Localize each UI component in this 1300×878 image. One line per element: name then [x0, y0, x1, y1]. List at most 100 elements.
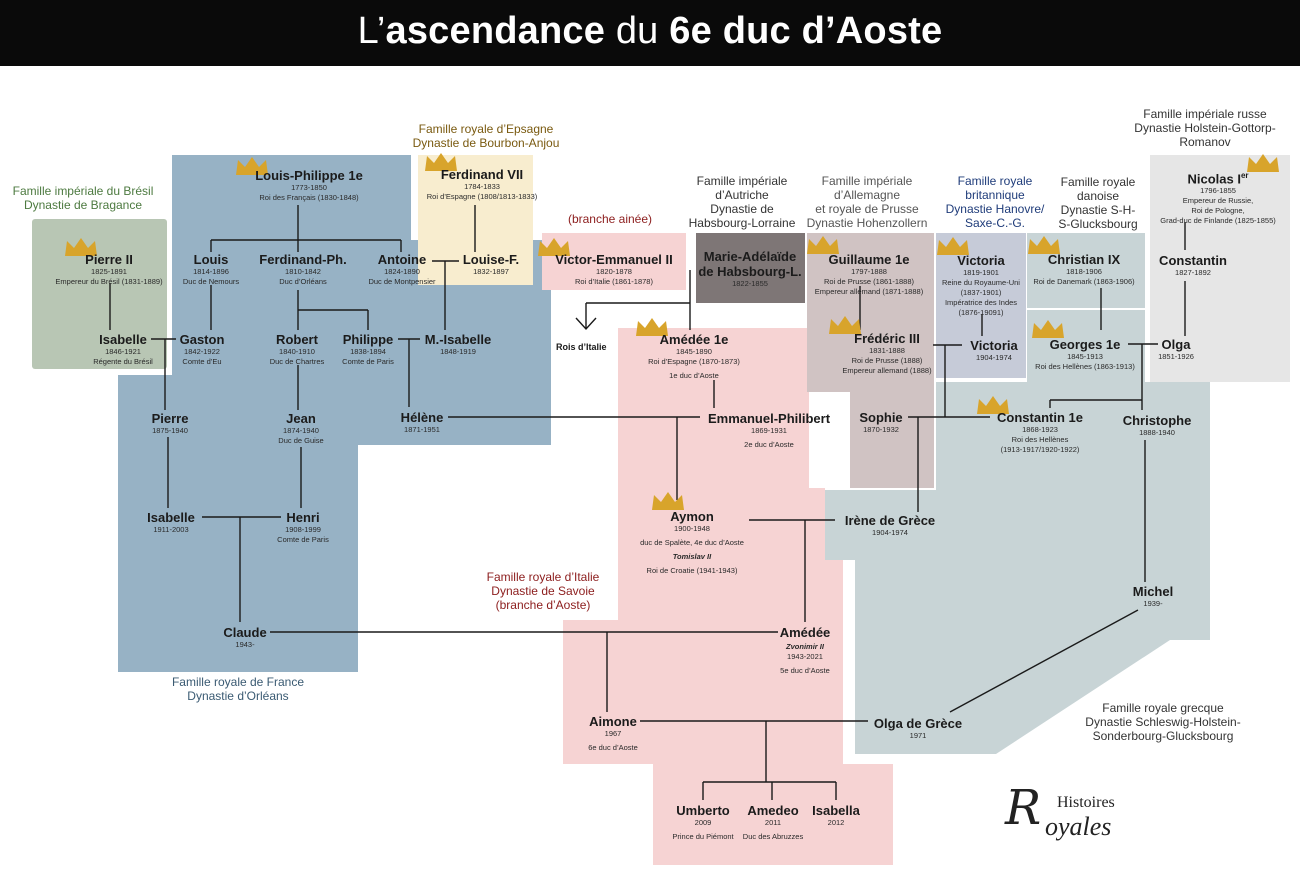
person-dates: 1824-1890	[384, 267, 420, 276]
person-name: M.-Isabelle	[424, 332, 492, 347]
person-dates: 1874-1940	[283, 426, 319, 435]
region-grecque	[825, 382, 1210, 754]
region-bresil	[32, 219, 167, 369]
person-name: Gaston	[179, 332, 225, 347]
region-autriche	[696, 233, 805, 303]
person-name: Olga	[1161, 337, 1191, 352]
person-dates: 1820-1878	[596, 267, 632, 276]
family-italie-line1: Famille royale d’Italie	[486, 570, 600, 584]
person-name: Louis-Philippe 1e	[255, 168, 363, 183]
person-name: Jean	[286, 411, 316, 426]
person-title: Empereur du Brésil (1831-1889)	[55, 277, 163, 286]
person-dates: 1842-1922	[184, 347, 220, 356]
person-name: Amédée	[779, 625, 831, 640]
person-title: Reine du Royaume-Uni	[942, 278, 1020, 287]
crown-icon-amedee-1e	[636, 318, 668, 336]
person-name: Victor-Emmanuel II	[555, 252, 673, 267]
person-name: Louise-F.	[462, 252, 520, 267]
person-dates: 1943-	[235, 640, 255, 649]
person-dates: 1911-2003	[153, 525, 189, 534]
logo-letter: R	[1005, 780, 1042, 836]
person-name: Claude	[223, 625, 267, 640]
person-name: Christophe	[1122, 413, 1192, 428]
family-allemagne-line1: Famille impériale	[821, 174, 913, 188]
person-name-text: Nicolas I	[1187, 171, 1241, 187]
person-title-2: 1e duc d’Aoste	[669, 371, 719, 380]
person-dates: 1846-1921	[105, 347, 141, 356]
person-title: 5e duc d’Aoste	[780, 666, 830, 675]
person-title: Comte d’Eu	[182, 357, 222, 366]
person-name-sup: er	[1240, 171, 1249, 180]
family-allemagne-line3: et royale de Prusse	[815, 202, 919, 216]
family-danoise-line4: S-Glucksbourg	[1058, 217, 1138, 231]
person-name: Umberto	[676, 803, 730, 818]
person-name: Aymon	[670, 509, 714, 524]
crown-icon-ferdinand-vii	[425, 153, 457, 171]
region-britannique	[936, 233, 1026, 378]
person-name: Amedeo	[747, 803, 799, 818]
person-name: Guillaume 1e	[828, 252, 910, 267]
region-allemagne	[807, 233, 934, 488]
person-dates: 2012	[827, 818, 845, 827]
person-title: Roi des Hellènes (1863-1913)	[1035, 362, 1135, 371]
person-name: Ferdinand-Ph.	[259, 252, 347, 267]
person-name: Victoria	[970, 338, 1018, 353]
family-autriche-line3: Dynastie de	[710, 202, 774, 216]
person-title: duc de Spalète, 4e duc d’Aoste	[640, 538, 744, 547]
family-autriche-line4: Habsbourg-Lorraine	[688, 216, 796, 230]
person-name: Isabelle	[147, 510, 195, 525]
family-france-line1: Famille royale de France	[171, 675, 305, 689]
person-title: Roi de Danemark (1863-1906)	[1033, 277, 1135, 286]
person-dates: 1871-1951	[404, 425, 440, 434]
person-name: Isabelle	[99, 332, 147, 347]
person-name: Hélène	[400, 410, 444, 425]
person-dates: 1773-1850	[291, 183, 327, 192]
person-name: Philippe	[342, 332, 394, 347]
family-autriche-line2: d’Autriche	[715, 188, 769, 202]
crown-icon-christian-ix	[1028, 236, 1060, 254]
person-title-2: Empereur allemand (1871-1888)	[814, 287, 924, 296]
person-name: Marie-Adélaïde	[703, 249, 797, 264]
person-title: Roi des Français (1830-1848)	[259, 193, 359, 202]
person-dates: 1840-1910	[279, 347, 315, 356]
person-dates: 1845-1913	[1067, 352, 1103, 361]
person-title: Roi de Prusse (1861-1888)	[823, 277, 915, 286]
family-grecque-line1: Famille royale grecque	[1102, 701, 1224, 715]
family-italie-line3: (branche d’Aoste)	[495, 598, 591, 612]
person-name: Antoine	[377, 252, 427, 267]
person-name: Victoria	[957, 253, 1005, 268]
person-dates: 1832-1897	[473, 267, 509, 276]
person-title-2: (1913-1917/1920-1922)	[1000, 445, 1080, 454]
family-france-line2: Dynastie d’Orléans	[187, 689, 289, 703]
branche-ainee-label: (branche ainée)	[567, 212, 653, 226]
person-name: Robert	[276, 332, 318, 347]
person-name: Nicolas Ier	[1160, 168, 1276, 186]
person-title-2: Roi de Croatie (1941-1943)	[646, 566, 738, 575]
person-title: Comte de Paris	[342, 357, 394, 366]
person-name: Emmanuel-Philibert	[707, 411, 831, 426]
person-dates: 2009	[694, 818, 712, 827]
person-dates: 2011	[764, 818, 782, 827]
person-dates: 1848-1919	[440, 347, 476, 356]
